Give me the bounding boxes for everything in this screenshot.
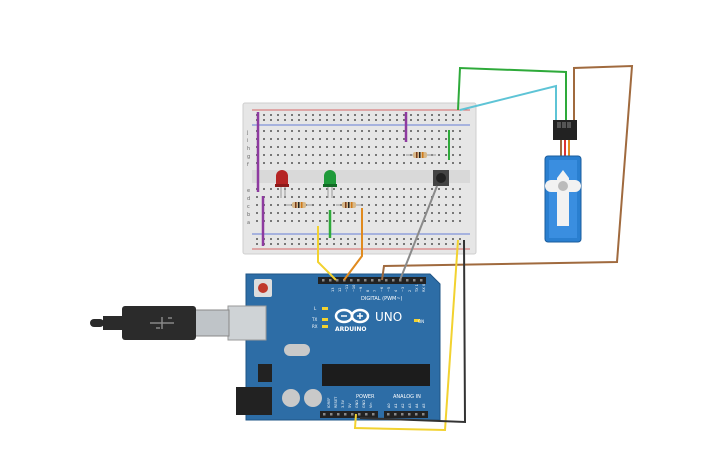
power-pin-holes xyxy=(323,413,425,416)
wire-cyan[interactable] xyxy=(459,84,557,120)
crystal xyxy=(284,344,310,356)
microcontroller-chip xyxy=(322,364,430,386)
usb-cable-icon xyxy=(90,306,230,340)
power-jack xyxy=(236,387,272,415)
resistor[interactable] xyxy=(406,152,436,158)
regulator xyxy=(258,364,272,382)
power-header[interactable] xyxy=(320,411,378,418)
row-letter: d xyxy=(247,196,250,202)
resistor[interactable] xyxy=(286,202,312,208)
wire-yellow[interactable] xyxy=(317,226,337,281)
row-letter: g xyxy=(247,154,250,160)
usb-port xyxy=(227,305,267,341)
rx-label: RX xyxy=(312,324,318,329)
digital-pin-label: ~9 xyxy=(359,287,363,292)
analog-pin-label: A5 xyxy=(422,403,426,408)
led-on-indicator xyxy=(414,319,420,322)
digital-pin-label: 4 xyxy=(394,289,398,292)
analog-pin-label: A4 xyxy=(415,403,419,408)
resistor[interactable] xyxy=(336,202,362,208)
wire-brown[interactable] xyxy=(381,64,634,281)
l-label: L xyxy=(314,306,317,311)
analog-pin-label: A0 xyxy=(387,403,391,408)
digital-pin-label: ~6 xyxy=(380,287,384,292)
model-text: UNO xyxy=(375,310,402,324)
digital-pin-label: 2 xyxy=(408,290,412,292)
tx-label: TX xyxy=(311,317,317,322)
arduino-logo-icon xyxy=(334,308,370,324)
power-pin-label: 5V xyxy=(348,403,352,408)
digital-pin-label: 7 xyxy=(373,290,377,292)
row-letter: h xyxy=(247,146,250,152)
digital-pin-label: 13 xyxy=(331,288,335,292)
analog-pin-label: A3 xyxy=(408,403,412,408)
digital-pin-label: ~11 xyxy=(345,285,349,292)
digital-pin-label: ~3 xyxy=(401,287,405,292)
power-label: POWER xyxy=(356,394,375,400)
power-pin-label: IOREF xyxy=(327,398,331,408)
wire-green[interactable] xyxy=(457,66,567,120)
digital-pin-label: ~10 xyxy=(352,285,356,292)
led-l-indicator xyxy=(322,307,328,310)
row-letter: e xyxy=(247,188,250,194)
digital-pin-label: ~5 xyxy=(387,287,391,292)
digital-pin-label: 8 xyxy=(366,290,370,292)
breadboard-row-letters: j i h g f e d c b a xyxy=(246,130,250,226)
digital-pin-label: TX 1 xyxy=(415,284,419,293)
power-pin-label: RESET xyxy=(334,396,338,408)
led-green[interactable] xyxy=(323,170,337,198)
wire-yellow[interactable] xyxy=(353,239,459,432)
analog-header[interactable] xyxy=(384,411,428,418)
wire-orange[interactable] xyxy=(343,208,363,281)
row-letter: f xyxy=(247,162,249,168)
brand-text: ARDUINO xyxy=(335,326,366,333)
capacitor xyxy=(282,389,300,407)
analog-pin-label: A2 xyxy=(401,403,405,408)
digital-label: DIGITAL (PWM~) xyxy=(361,296,403,302)
power-pin-label: GND xyxy=(355,400,359,408)
on-label: ON xyxy=(418,319,424,324)
arduino-uno-board[interactable]: ARDUINO UNO DIGITAL (PWM~) POWER ANALOG … xyxy=(227,273,441,421)
power-pin-label: Vin xyxy=(369,402,373,408)
power-pin-label: GND xyxy=(362,400,366,408)
row-letter: c xyxy=(247,204,250,210)
led-tx-indicator xyxy=(322,318,328,321)
led-rx-indicator xyxy=(322,325,328,328)
analog-pin-label: A1 xyxy=(394,403,398,408)
row-letter: b xyxy=(247,212,250,218)
digital-pin-label: RX 0 xyxy=(422,284,426,292)
wire-gray[interactable] xyxy=(399,185,438,281)
led-red[interactable] xyxy=(275,170,289,198)
row-letter: j xyxy=(246,130,248,136)
pushbutton-icon[interactable] xyxy=(433,170,449,186)
digital-pin-holes xyxy=(322,279,423,282)
analog-label: ANALOG IN xyxy=(393,394,421,400)
breadboard[interactable]: j i h g f e d c b a xyxy=(242,102,477,255)
servo-motor-icon[interactable] xyxy=(544,120,582,243)
row-letter: a xyxy=(247,220,250,226)
capacitor xyxy=(304,389,322,407)
digital-pin-label: 12 xyxy=(338,288,342,292)
row-letter: i xyxy=(247,138,248,144)
power-pin-label: 3.3V xyxy=(341,399,345,408)
wire-black[interactable] xyxy=(359,239,467,424)
